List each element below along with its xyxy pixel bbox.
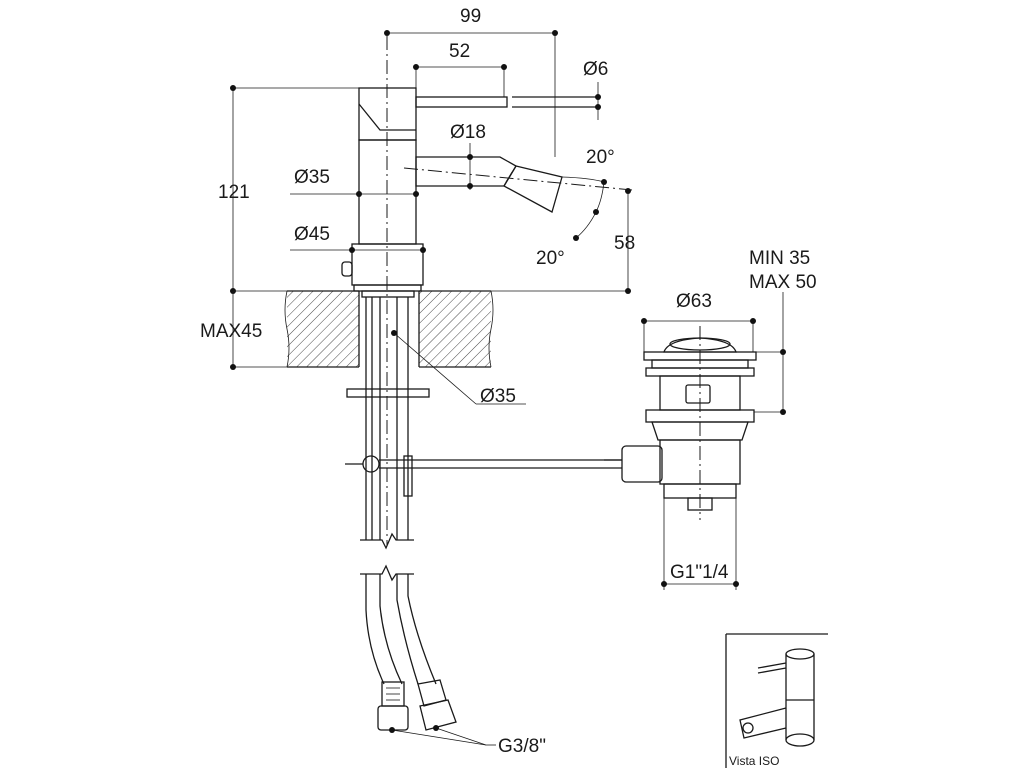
label-width-99: 99 (460, 6, 481, 27)
label-angle-top: 20° (586, 147, 615, 168)
label-width-52: 52 (449, 41, 470, 62)
label-angle-bottom: 20° (536, 248, 565, 269)
countertop-section (284, 290, 494, 368)
label-thread-g38: G3/8" (498, 736, 546, 757)
label-max45: MAX45 (200, 321, 262, 342)
label-dia-63: Ø63 (676, 291, 712, 312)
label-min-35: MIN 35 (749, 248, 810, 269)
dimension-labels: 99 52 Ø6 Ø18 Ø35 Ø45 121 20° 20° 58 MAX4… (200, 6, 817, 757)
label-dia-18: Ø18 (450, 122, 486, 143)
label-dia-35-hole: Ø35 (480, 386, 516, 407)
dimension-lines (230, 30, 786, 746)
label-height-121: 121 (218, 182, 250, 203)
label-thread-g114: G1"1/4 (670, 562, 729, 583)
label-height-58: 58 (614, 233, 635, 254)
popup-drain (604, 326, 757, 520)
label-dia-45: Ø45 (294, 224, 330, 245)
label-dia-35-body: Ø35 (294, 167, 330, 188)
label-dia-6: Ø6 (583, 59, 608, 80)
underside-assembly (345, 297, 622, 731)
iso-view-inset: Vista ISO (725, 633, 828, 768)
label-max-50: MAX 50 (749, 272, 817, 293)
label-iso-caption: Vista ISO (729, 754, 779, 768)
